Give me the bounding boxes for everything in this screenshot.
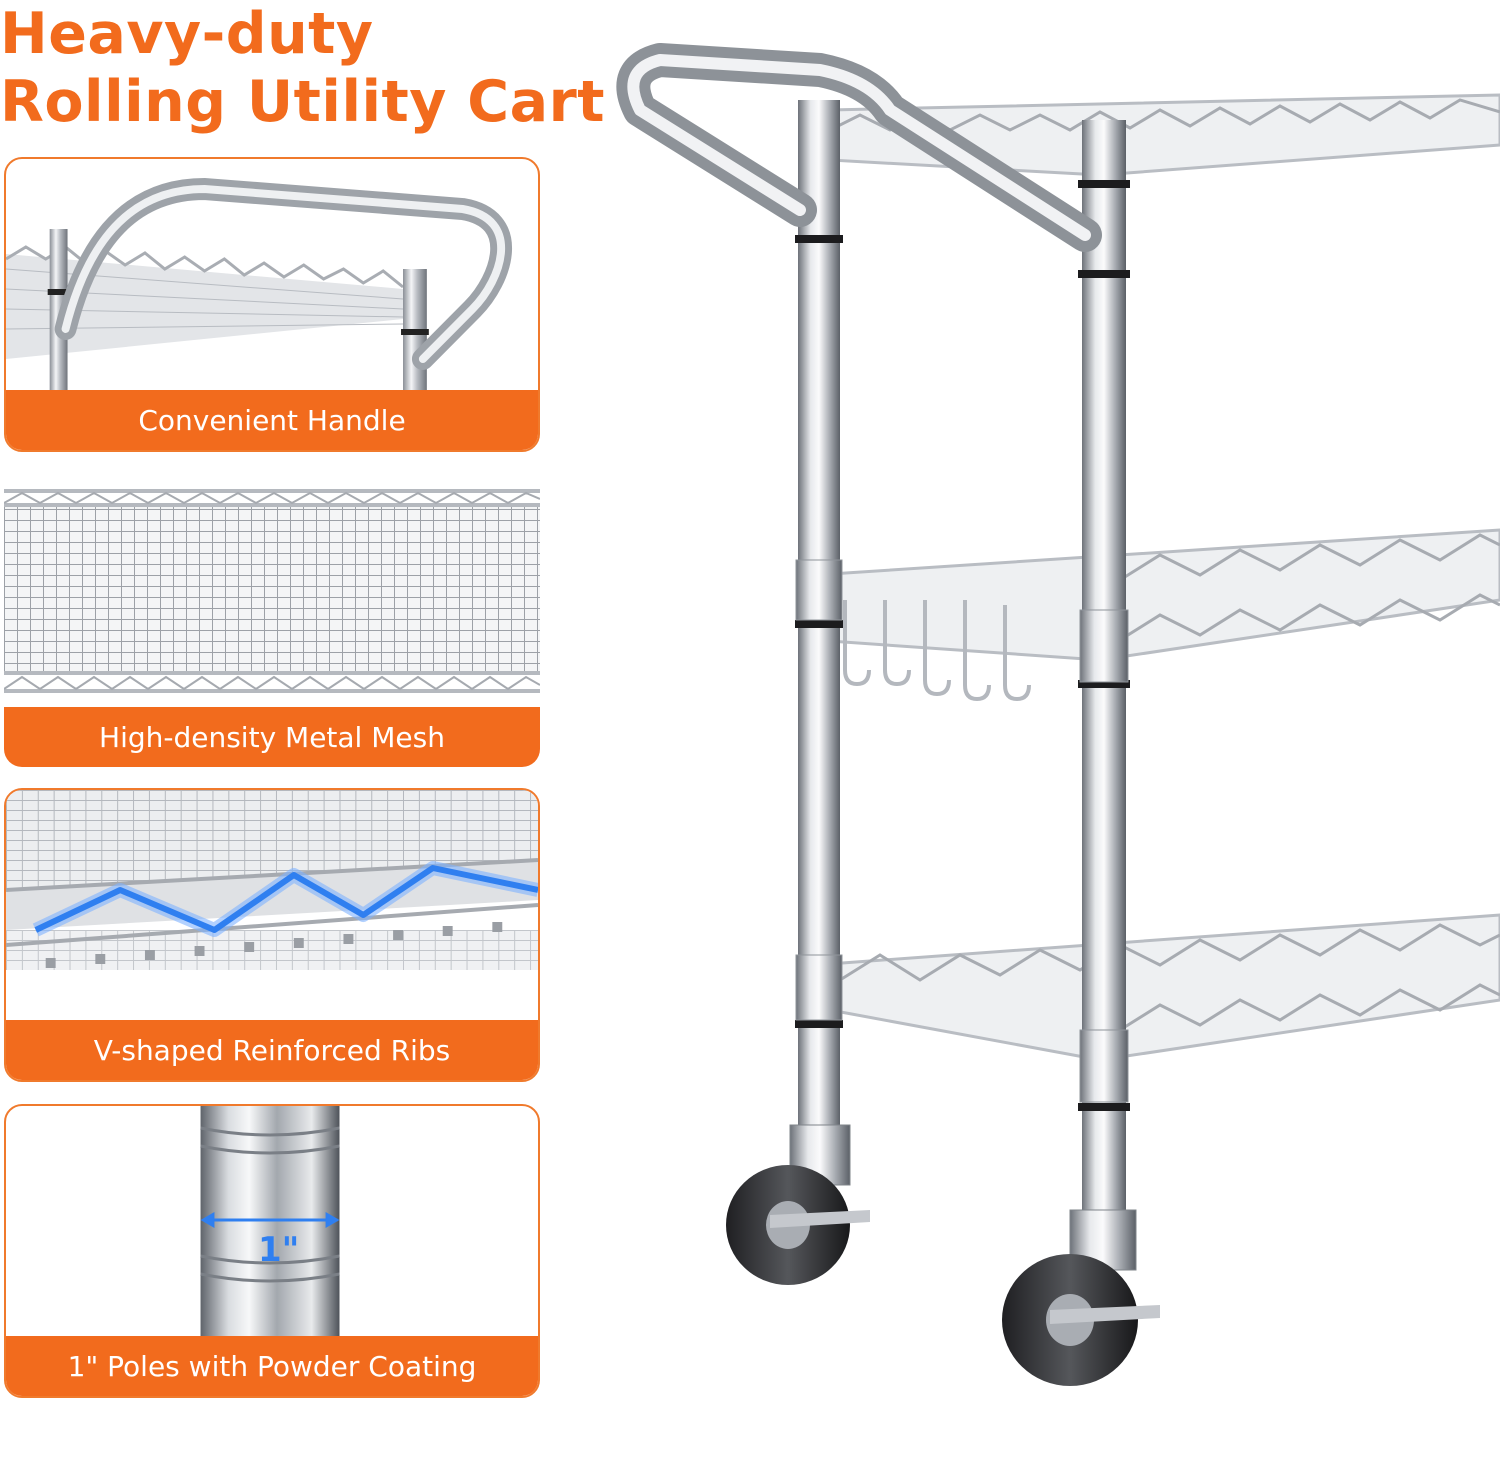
- feature-label-ribs: V-shaped Reinforced Ribs: [6, 1020, 538, 1080]
- feature-card-pole: 1" 1" Poles with Powder Coating: [4, 1104, 540, 1398]
- page-title: Heavy-duty Rolling Utility Cart: [0, 0, 605, 136]
- feature-card-handle: Convenient Handle: [4, 157, 540, 452]
- feature-card-ribs: V-shaped Reinforced Ribs: [4, 788, 540, 1082]
- feature-label-handle: Convenient Handle: [6, 390, 538, 450]
- pole-dimension-label: 1": [258, 1230, 300, 1270]
- feature-label-pole: 1" Poles with Powder Coating: [6, 1336, 538, 1396]
- ribs-closeup-image: [6, 790, 538, 1022]
- mesh-closeup-image: [3, 487, 541, 705]
- title-line-2: Rolling Utility Cart: [0, 69, 605, 135]
- rolling-cart-image: [600, 0, 1500, 1472]
- handle-closeup-image: [6, 159, 538, 392]
- pole-closeup-image: 1": [6, 1106, 538, 1338]
- title-line-1: Heavy-duty: [0, 1, 374, 67]
- feature-card-mesh: High-density Metal Mesh: [3, 487, 541, 767]
- feature-label-mesh: High-density Metal Mesh: [4, 707, 540, 767]
